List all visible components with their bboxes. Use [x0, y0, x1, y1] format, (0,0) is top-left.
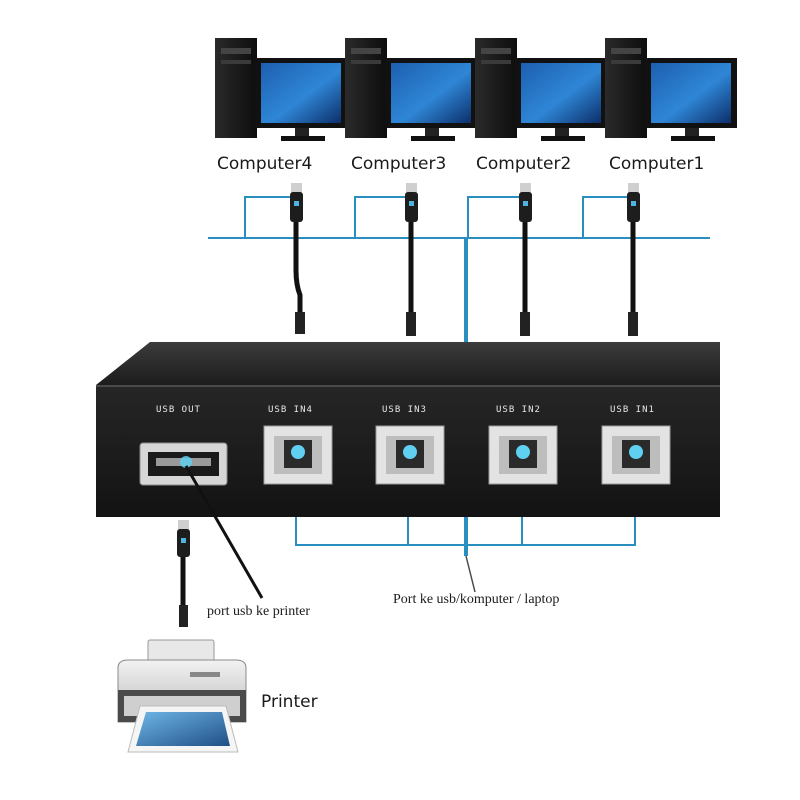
computer-2	[475, 38, 607, 141]
computer2-label: Computer2	[476, 154, 572, 174]
computer-1	[605, 38, 737, 141]
computer-port-annotation: Port ke usb/komputer / laptop	[393, 592, 560, 607]
usb-in2-port	[488, 425, 558, 485]
computer4-label: Computer4	[217, 154, 313, 174]
tower-icon	[215, 38, 257, 138]
computer3-label: Computer3	[351, 154, 447, 174]
usb-cable-computer2	[519, 183, 532, 336]
printer-icon	[117, 639, 247, 753]
computer-4	[215, 38, 347, 141]
usb-out-port	[139, 442, 228, 486]
tower-icon	[345, 38, 387, 138]
usb-in1-label: USB IN1	[610, 405, 655, 415]
usb-cable-computer3	[405, 183, 418, 336]
usb-out-label: USB OUT	[156, 405, 201, 415]
computer-3	[345, 38, 477, 141]
usb-cable-computer1	[627, 183, 640, 336]
printer-port-annotation: port usb ke printer	[207, 604, 311, 619]
usb-cable-printer	[177, 520, 190, 627]
tower-icon	[605, 38, 647, 138]
printer-label: Printer	[261, 692, 318, 712]
usb-in1-port	[601, 425, 671, 485]
printer-port-pointer	[184, 465, 264, 599]
usb-in4-label: USB IN4	[268, 405, 313, 415]
computer1-label: Computer1	[609, 154, 705, 174]
usb-in2-label: USB IN2	[496, 405, 541, 415]
usb-in3-port	[375, 425, 445, 485]
usb-in3-label: USB IN3	[382, 405, 427, 415]
tower-icon	[475, 38, 517, 138]
usb-cable-computer4	[290, 183, 305, 334]
usb-in4-port	[263, 425, 333, 485]
